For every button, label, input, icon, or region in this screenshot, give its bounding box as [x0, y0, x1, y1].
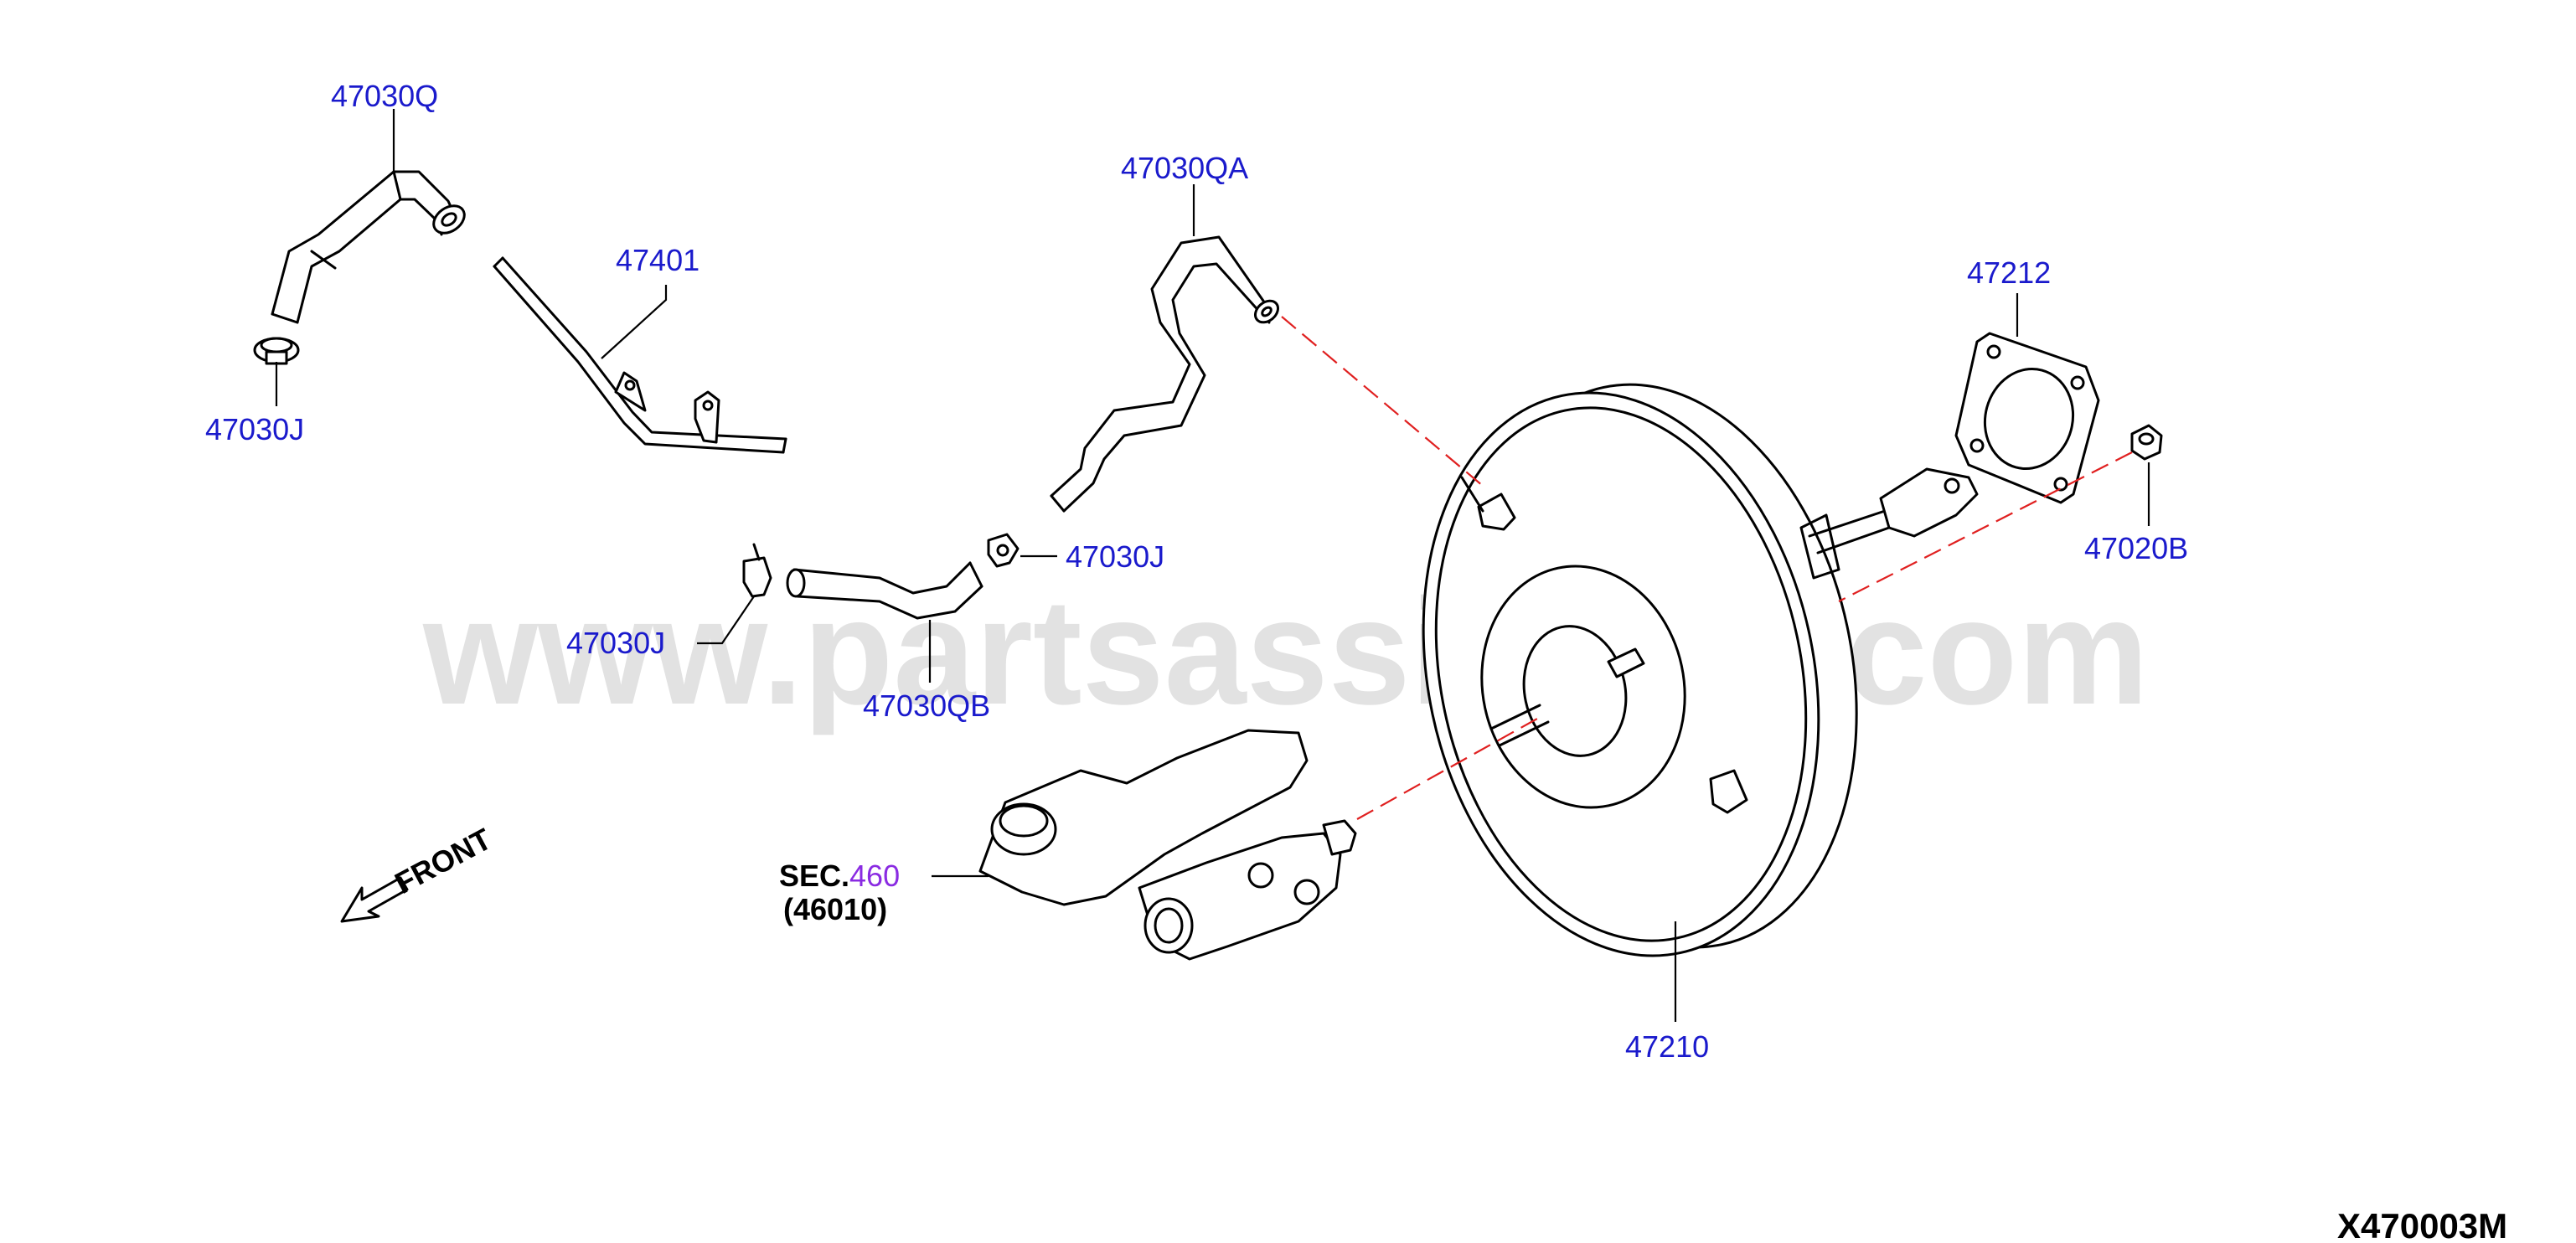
section-number: 460	[849, 859, 900, 893]
diagram-code: X470003M	[2337, 1206, 2507, 1243]
gasket-47212[interactable]	[1954, 332, 2100, 504]
callout-47030QA[interactable]: 47030QA	[1121, 151, 1248, 185]
callout-47401[interactable]: 47401	[616, 243, 699, 277]
section-sub: (46010)	[783, 892, 887, 926]
alignment-line-hose-valve	[1281, 316, 1484, 487]
nut-47020B[interactable]	[2130, 424, 2163, 461]
clamp-47030J-top[interactable]	[253, 337, 300, 365]
tube-47401[interactable]	[493, 256, 787, 454]
callout-47020B[interactable]: 47020B	[2084, 531, 2188, 565]
hose-47030Q[interactable]	[271, 170, 469, 324]
section-reference[interactable]: SEC.460	[779, 859, 900, 893]
callout-47030QB[interactable]: 47030QB	[863, 689, 990, 723]
watermark: www.partsassistant.com	[422, 568, 2149, 736]
alignment-line-nut-gasket	[1838, 451, 2133, 602]
callout-47030Q[interactable]: 47030Q	[331, 79, 438, 113]
master-cylinder-sec460[interactable]	[978, 729, 1357, 961]
clamp-47030J-right[interactable]	[987, 533, 1020, 568]
alignment-line-master-cylinder	[1356, 718, 1538, 820]
callout-47212[interactable]: 47212	[1967, 255, 2051, 290]
callout-47030J-top[interactable]: 47030J	[205, 412, 304, 446]
clamp-47030J-left[interactable]	[742, 543, 772, 598]
leader-47030J-left	[697, 596, 755, 645]
front-label: FRONT	[390, 822, 498, 900]
hose-47030QB[interactable]	[786, 561, 983, 620]
leader-47401	[601, 285, 668, 359]
callout-47030J-left[interactable]: 47030J	[566, 626, 665, 660]
front-arrow	[340, 876, 409, 923]
section-prefix: SEC.	[779, 859, 849, 893]
brake-booster-47210[interactable]	[1373, 348, 1979, 993]
hose-47030QA[interactable]	[1050, 235, 1283, 513]
callout-47210[interactable]: 47210	[1625, 1029, 1709, 1064]
callout-47030J-right[interactable]: 47030J	[1066, 539, 1164, 574]
